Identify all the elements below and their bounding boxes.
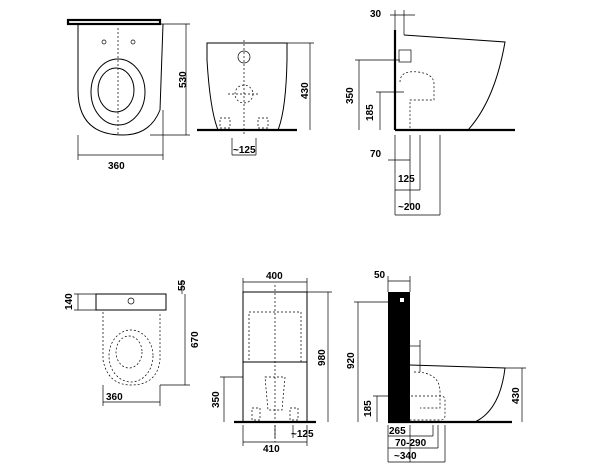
pan-side [409,364,506,423]
b-670-label: 670 [190,331,201,348]
width-label: 360 [108,161,125,172]
trap-b [413,371,441,409]
bf-980-label: 980 [317,349,328,366]
front-125-label: ~125 [233,145,256,156]
top-view-upper: 360 530 [66,18,190,172]
bf-400-label: 400 [266,271,283,282]
side-200-label: ~200 [398,202,421,213]
bf-410-label: 410 [263,444,280,455]
bowl-outline [77,23,164,136]
bf-350-label: 350 [211,391,222,408]
front-height-label: 430 [300,82,311,99]
bs-70290-label: 70-290 [395,438,427,449]
bs-30-label: 30 [396,340,408,351]
fix-right [257,117,269,129]
b-140-label: 140 [64,293,75,310]
trap [399,71,435,130]
side-view-upper: 30 350 185 70 125 ~200 [345,9,515,216]
side-185-label: 185 [365,104,376,121]
bolt-right [130,39,136,45]
side-70-label: 70 [370,149,382,160]
bs-430-label: 430 [511,387,522,404]
seat-dashed [108,329,154,383]
pan-body [206,42,288,131]
button [127,297,135,305]
bowl-dashed [102,312,161,386]
front-view-upper: 430 ~125 [197,40,314,156]
b-360-label: 360 [106,392,123,403]
side-30-label: 30 [370,9,382,20]
side-125-label: 125 [398,174,415,185]
cistern-side [388,292,410,422]
side-profile [403,34,506,131]
bs-265-label: 265 [389,426,406,437]
height-label: 530 [178,71,189,88]
side-view-lower: 50 920 30 185 430 265 70-290 ~340 [346,270,526,463]
fix-left [219,117,231,129]
outlet-shape [264,376,286,411]
bs-50-label: 50 [374,270,386,281]
bs-920-label: 920 [346,352,357,369]
b-55-label: 55 [177,279,188,291]
seat-inner [97,67,135,113]
cistern-top [95,293,167,311]
front-view-lower: 400 980 350 ~125 410 [211,271,332,455]
side-350-label: 350 [345,87,356,104]
bs-340-label: ~340 [394,451,417,462]
bf-125-label: ~125 [291,429,314,440]
inlet-circle [237,50,251,64]
top-view-lower: 140 55 670 360 [64,279,201,406]
wall-bar [66,18,162,26]
bs-185-label: 185 [363,400,374,417]
bolt-left [101,39,107,45]
